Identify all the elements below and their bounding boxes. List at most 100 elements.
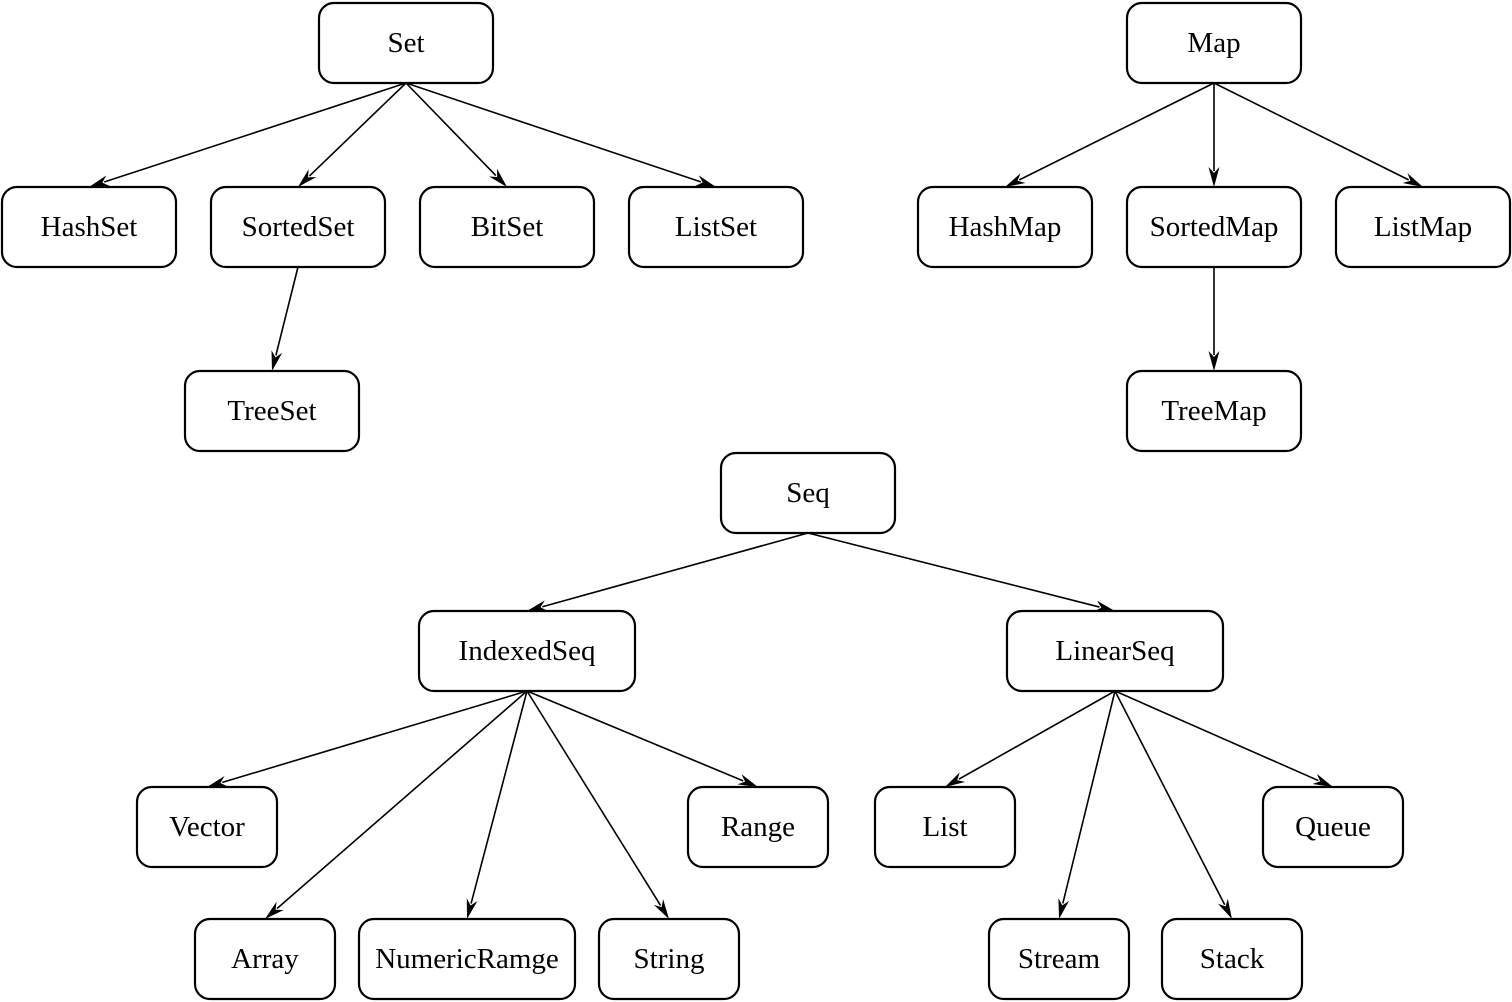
edge-linearseq-to-list (945, 690, 1116, 787)
arrow-head-icon (466, 898, 478, 919)
edge-line (1114, 690, 1319, 782)
edge-line (308, 82, 407, 177)
node-box-hashset (0, 185, 178, 269)
edge-set-to-bitset (405, 82, 507, 187)
edge-line (958, 690, 1116, 780)
node-treeset: TreeSet (183, 369, 361, 453)
node-label-set: Set (387, 27, 424, 59)
edges-layer (89, 82, 1423, 919)
node-box-list (873, 785, 1017, 869)
node-box-indexedseq (417, 609, 637, 693)
node-label-linearseq: LinearSeq (1055, 635, 1174, 667)
arrow-head-icon (527, 600, 548, 611)
node-numericrange: NumericRamge (357, 917, 577, 1001)
node-label-treeset: TreeSet (227, 395, 316, 427)
edge-linearseq-to-queue (1114, 690, 1333, 787)
node-bitset: BitSet (418, 185, 596, 269)
edge-sortedset-to-treeset (271, 266, 299, 371)
node-sortedset: SortedSet (209, 185, 387, 269)
edge-line (470, 690, 528, 904)
arrow-head-icon (271, 350, 283, 371)
node-box-range (686, 785, 830, 869)
node-listset: ListSet (627, 185, 805, 269)
edge-line (222, 690, 528, 784)
arrow-head-icon (489, 168, 507, 187)
edge-linearseq-to-stream (1058, 690, 1116, 919)
node-seq: Seq (719, 451, 897, 535)
edge-line (103, 82, 407, 183)
edge-map-to-sortedmap (1208, 83, 1220, 187)
arrow-head-icon (1005, 173, 1026, 187)
node-string: String (597, 917, 741, 1001)
node-box-listmap (1334, 185, 1512, 269)
node-array: Array (193, 917, 337, 1001)
edge-line (276, 690, 528, 910)
node-label-treemap: TreeMap (1161, 395, 1266, 427)
arrow-head-icon (1402, 173, 1423, 187)
edge-indexedseq-to-numericrange (466, 690, 528, 919)
edge-sortedmap-to-treemap (1208, 267, 1220, 371)
edge-line (275, 266, 299, 356)
arrow-head-icon (695, 175, 716, 187)
node-sortedmap: SortedMap (1125, 185, 1303, 269)
node-box-stream (987, 917, 1131, 1001)
node-stack: Stack (1160, 917, 1304, 1001)
edge-line (405, 82, 702, 183)
node-label-hashmap: HashMap (949, 211, 1062, 243)
edge-linearseq-to-stack (1114, 690, 1232, 919)
node-label-listmap: ListMap (1374, 211, 1472, 243)
node-label-listset: ListSet (675, 211, 757, 243)
node-label-queue: Queue (1295, 811, 1371, 843)
node-listmap: ListMap (1334, 185, 1512, 269)
node-box-string (597, 917, 741, 1001)
node-linearseq: LinearSeq (1005, 609, 1225, 693)
arrow-head-icon (1208, 167, 1220, 187)
arrow-head-icon (89, 175, 110, 187)
node-label-numericrange: NumericRamge (375, 943, 559, 975)
node-treemap: TreeMap (1125, 369, 1303, 453)
arrow-head-icon (1218, 898, 1232, 919)
edge-line (1213, 82, 1410, 181)
arrow-head-icon (1094, 600, 1115, 612)
node-box-sortedset (209, 185, 387, 269)
edge-set-to-listset (405, 82, 716, 187)
node-label-stack: Stack (1200, 943, 1265, 975)
edge-seq-to-linearseq (807, 532, 1115, 612)
node-label-array: Array (231, 943, 299, 975)
node-range: Range (686, 785, 830, 869)
node-box-map (1125, 1, 1303, 85)
arrow-head-icon (1312, 773, 1333, 787)
node-label-list: List (922, 811, 967, 843)
arrow-head-icon (298, 169, 317, 187)
arrow-head-icon (207, 776, 228, 787)
node-box-numericrange (357, 917, 577, 1001)
edge-indexedseq-to-vector (207, 690, 528, 787)
edge-line (526, 690, 662, 906)
arrow-head-icon (945, 772, 966, 787)
edge-line (807, 532, 1100, 608)
arrow-head-icon (737, 774, 758, 787)
node-label-sortedmap: SortedMap (1150, 211, 1279, 243)
edge-set-to-hashset (89, 82, 407, 187)
node-box-queue (1261, 785, 1405, 869)
node-box-array (193, 917, 337, 1001)
node-hashset: HashSet (0, 185, 178, 269)
node-list: List (873, 785, 1017, 869)
node-set: Set (317, 1, 495, 85)
arrow-head-icon (1058, 898, 1070, 919)
node-box-sortedmap (1125, 185, 1303, 269)
edge-line (526, 690, 744, 782)
node-box-set (317, 1, 495, 85)
edge-map-to-listmap (1213, 82, 1423, 187)
edge-line (405, 82, 497, 177)
node-box-treeset (183, 369, 361, 453)
arrow-head-icon (1208, 351, 1220, 371)
node-label-sortedset: SortedSet (242, 211, 355, 243)
edge-indexedseq-to-range (526, 690, 758, 787)
edge-indexedseq-to-string (526, 690, 669, 919)
node-hashmap: HashMap (916, 185, 1094, 269)
node-box-treemap (1125, 369, 1303, 453)
node-box-linearseq (1005, 609, 1225, 693)
arrow-head-icon (653, 899, 669, 919)
node-label-map: Map (1187, 27, 1240, 59)
